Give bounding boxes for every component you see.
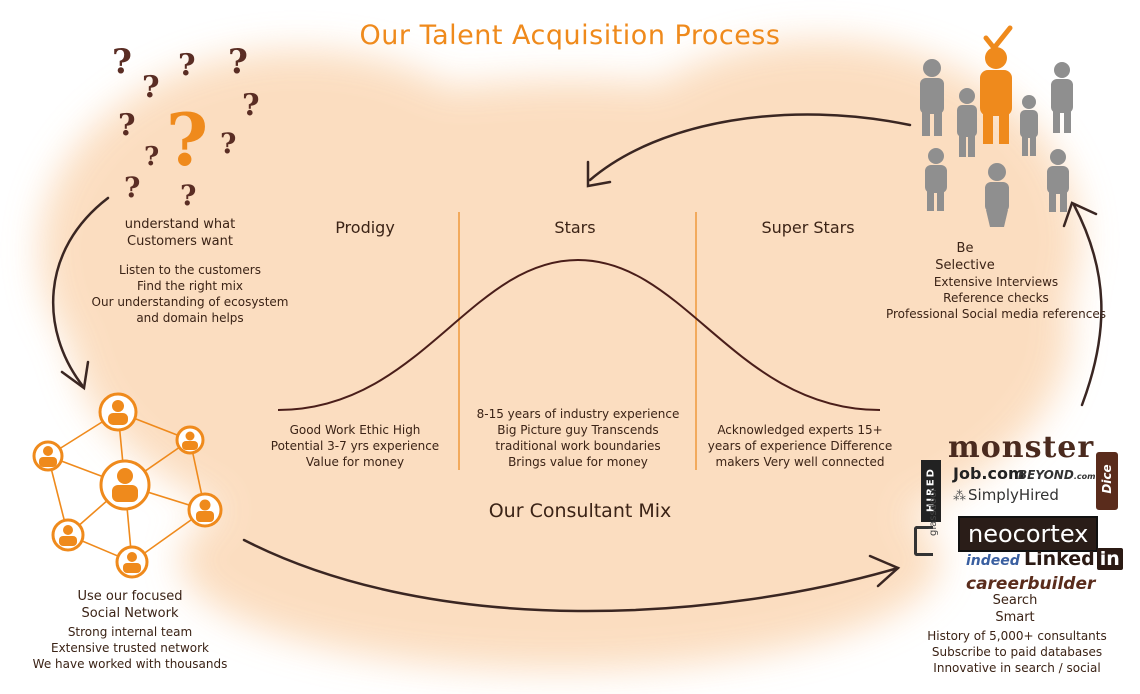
search-heading: Search Smart — [992, 593, 1038, 625]
social-network-icon — [32, 392, 223, 579]
glassdoor-icon — [914, 526, 933, 556]
segment-superstars-description: Acknowledged experts 15+ years of experi… — [707, 423, 893, 469]
glassdoor-logo: glassdoor — [928, 487, 939, 536]
segment-stars-title: Stars — [554, 218, 596, 237]
monster-logo: monster — [948, 430, 1095, 465]
simplyhired-logo: ⁂SimplyHired — [953, 486, 1059, 504]
jobcom-logo: Job.com — [953, 464, 1025, 483]
selective-description: Extensive Interviews Reference checks Pr… — [885, 275, 1107, 321]
page-title: Our Talent Acquisition Process — [359, 20, 781, 51]
segment-superstars-title: Super Stars — [761, 218, 855, 237]
arrow-network-to-search — [242, 538, 900, 613]
simplyhired-dots-icon: ⁂ — [953, 489, 966, 504]
svg-text:?: ? — [220, 127, 236, 160]
svg-text:?: ? — [228, 42, 248, 82]
segment-stars-description: 8-15 years of industry experience Big Pi… — [476, 407, 680, 469]
question-marks-icon: ? ? ? ? ? ? ? ? ? ? ? — [112, 42, 260, 212]
selective-heading: Be Selective — [935, 241, 995, 273]
consultant-mix-label: Our Consultant Mix — [488, 500, 672, 522]
segment-prodigy-description: Good Work Ethic High Potential 3-7 yrs e… — [270, 423, 440, 469]
hired-logo: HIRED — [921, 460, 941, 522]
search-description: History of 5,000+ consultants Subscribe … — [927, 629, 1107, 675]
arrow-selective-to-mix — [588, 113, 912, 182]
svg-text:?: ? — [142, 70, 160, 105]
dice-logo: Dice — [1096, 452, 1118, 510]
neocortex-logo: neocortex — [958, 516, 1099, 552]
segment-prodigy-title: Prodigy — [335, 218, 395, 237]
svg-text:?: ? — [144, 142, 159, 172]
arrow-understand-to-network — [51, 196, 110, 387]
understand-description: Listen to the customers Find the right m… — [91, 263, 289, 325]
svg-text:?: ? — [178, 48, 196, 83]
bell-curve — [277, 258, 881, 411]
svg-text:?: ? — [112, 42, 132, 82]
svg-text:?: ? — [242, 88, 260, 123]
network-heading: Use our focused Social Network — [77, 589, 183, 621]
beyond-logo: BEYOND.com — [1018, 468, 1096, 482]
indeed-logo: indeed — [966, 553, 1020, 569]
network-description: Strong internal team Extensive trusted n… — [32, 625, 228, 671]
careerbuilder-logo: careerbuilder — [966, 574, 1096, 594]
svg-text:?: ? — [124, 171, 140, 204]
svg-text:?: ? — [166, 97, 208, 182]
people-group-icon — [920, 25, 1073, 227]
svg-text:?: ? — [118, 108, 136, 143]
svg-text:?: ? — [180, 179, 196, 212]
arrow-search-to-selective — [1072, 203, 1103, 407]
understand-heading: understand what Customers want — [124, 217, 236, 249]
